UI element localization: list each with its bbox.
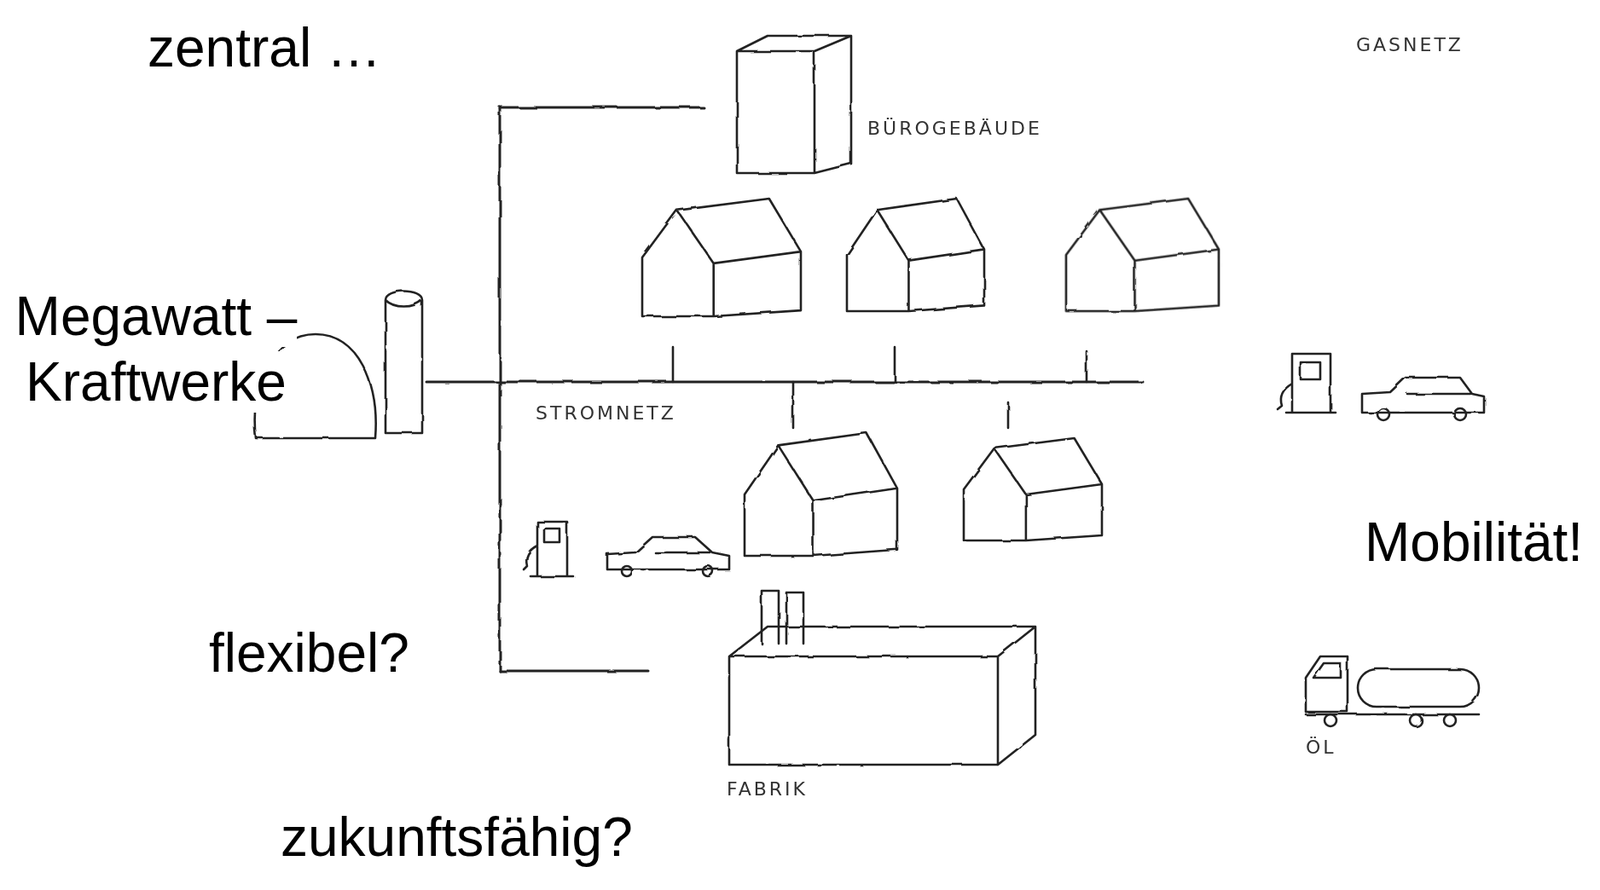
house [642, 198, 801, 317]
fuel-pump [1277, 353, 1336, 413]
slide-note-holder: Megawatt – Kraftwerke [6, 284, 306, 416]
drawing-group [255, 35, 1485, 766]
truck-cab [1305, 656, 1348, 713]
vehicle-label: ÖL [1305, 736, 1337, 759]
car-wheel [1454, 408, 1467, 421]
truck-wheel [1324, 714, 1337, 727]
car [607, 537, 730, 570]
factory-branch-line [499, 670, 649, 673]
factory [729, 626, 1036, 766]
car-wheel [702, 566, 714, 577]
car [1362, 377, 1485, 413]
factory-chimneys [761, 591, 804, 644]
grid-label-holder: STROMNETZ [535, 402, 677, 425]
car-wheel [1377, 408, 1390, 421]
slide-note: Megawatt – Kraftwerke [15, 285, 298, 413]
slide-note: zukunftsfähig? [280, 806, 633, 869]
house [963, 438, 1102, 541]
house [744, 433, 898, 557]
power-grid-line [426, 381, 1143, 384]
slide-note: zentral … [147, 17, 382, 79]
power-plant-chimney [385, 291, 423, 435]
grid-label: STROMNETZ [535, 402, 677, 424]
vehicle-label-holder: ÖL [1305, 736, 1337, 760]
grid-label: GASNETZ [1356, 34, 1464, 56]
slide-note-holder: zentral … [147, 15, 382, 82]
slide-note: flexibel? [208, 622, 410, 685]
slide-note: Mobilität! [1364, 511, 1583, 574]
slide-note-holder: zukunftsfähig? [280, 805, 633, 871]
truck-wheel [1443, 714, 1456, 727]
slide-note-holder: Mobilität! [1364, 510, 1583, 576]
slide-note-holder: flexibel? [208, 620, 410, 687]
office-building [736, 35, 852, 174]
building-label-holder: BÜROGEBÄUDE [867, 117, 1043, 140]
house [1066, 198, 1219, 312]
grid-trunk-line [498, 107, 502, 672]
house-connection-ticks [793, 382, 1009, 429]
building-label: BÜROGEBÄUDE [867, 117, 1043, 140]
office-branch-line [499, 106, 704, 110]
fuel-pump [523, 521, 574, 577]
building-label-holder: FABRIK [726, 778, 808, 801]
car-wheel [621, 566, 632, 577]
house-connection-ticks [672, 347, 1087, 383]
building-label: FABRIK [726, 778, 808, 800]
oil-tank [1357, 669, 1479, 708]
truck-wheel [1409, 714, 1422, 727]
house [846, 198, 985, 312]
grid-label-holder: GASNETZ [1356, 34, 1464, 57]
